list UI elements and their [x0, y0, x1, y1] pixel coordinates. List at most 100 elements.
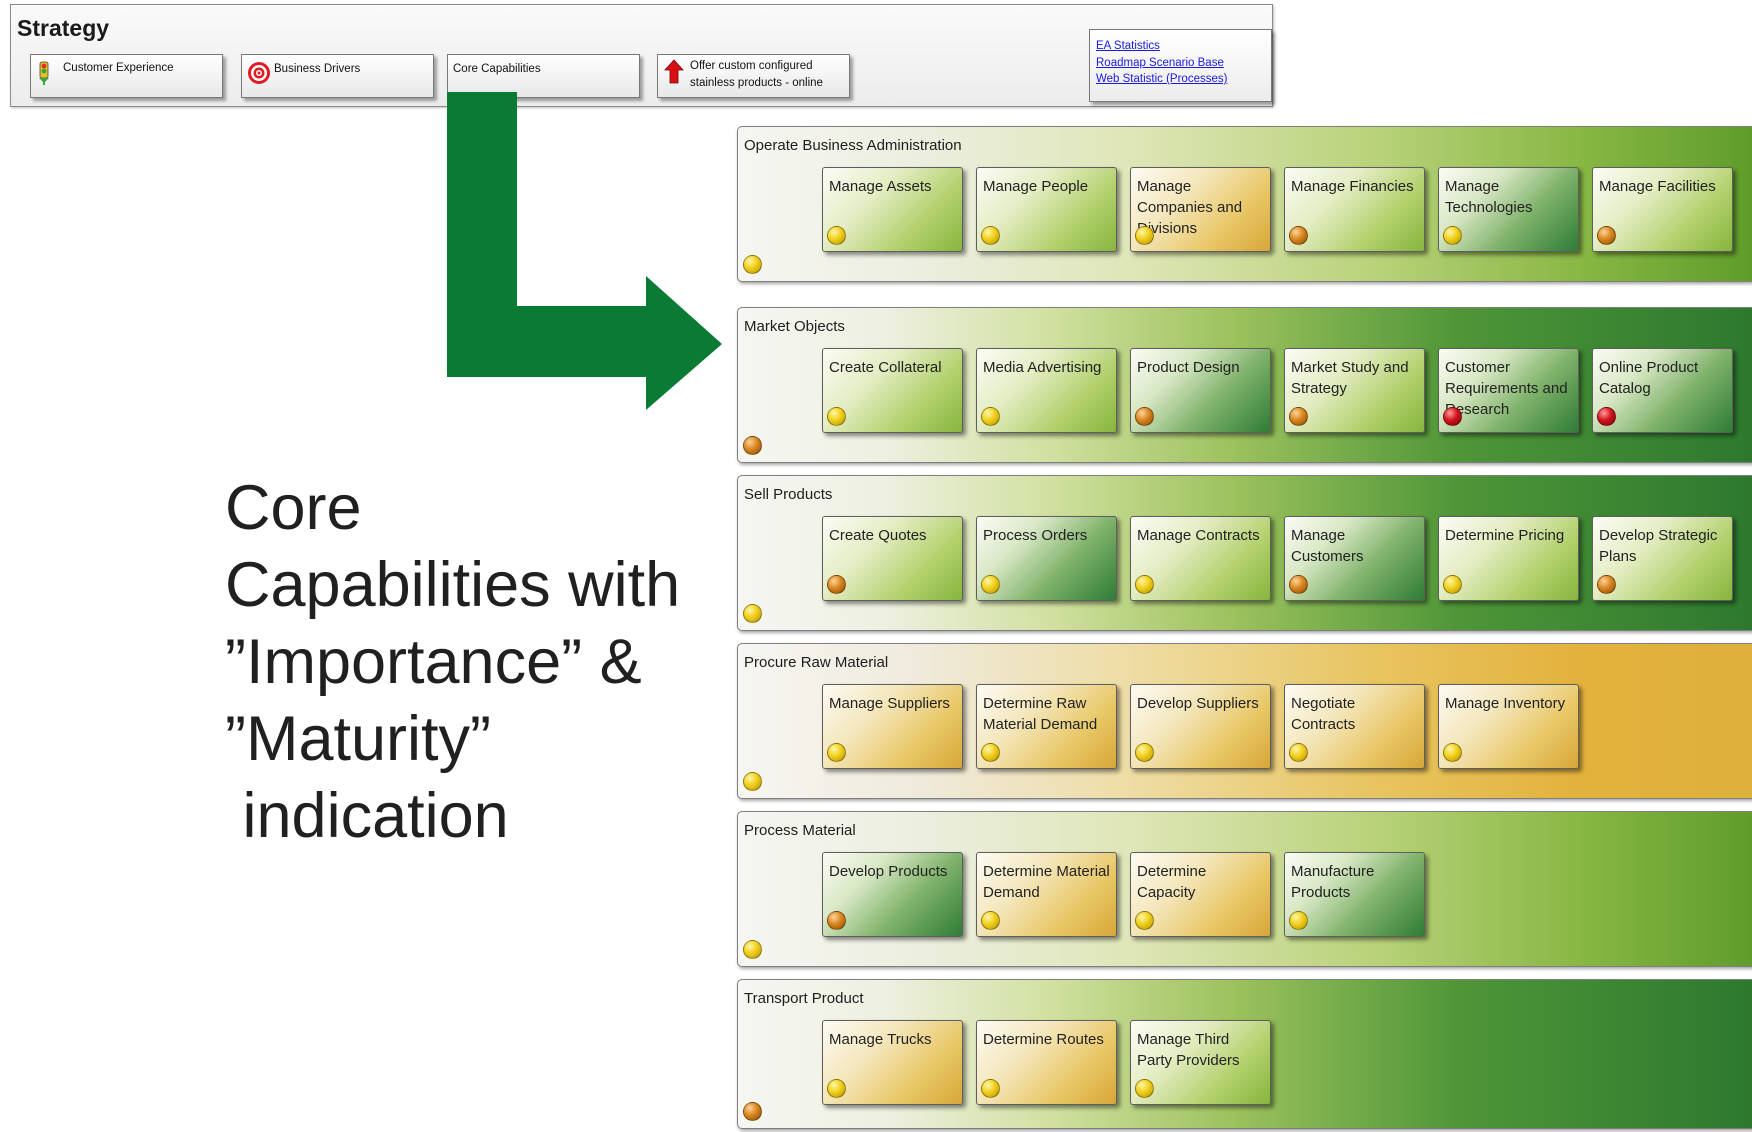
capability-indicator-dot [1597, 226, 1616, 245]
strategy-panel: Strategy Customer Experience Business Dr… [10, 4, 1273, 107]
capability-indicator-dot [1135, 226, 1154, 245]
capability-indicator-dot [1597, 575, 1616, 594]
group-maturity-indicator [743, 772, 762, 791]
capability-card[interactable]: Process Orders [976, 516, 1117, 601]
capability-label: Manage Suppliers [829, 695, 950, 712]
capability-label: Determine Capacity [1137, 863, 1207, 901]
drilldown-arrow-icon [447, 92, 722, 410]
capability-indicator-dot [981, 1079, 1000, 1098]
capability-group-title: Procure Raw Material [744, 654, 889, 671]
capability-indicator-dot [1289, 407, 1308, 426]
capability-indicator-dot [827, 1079, 846, 1098]
capability-card[interactable]: Determine Material Demand [976, 852, 1117, 937]
capability-indicator-dot [1135, 575, 1154, 594]
capability-indicator-dot [1443, 575, 1462, 594]
capability-label: Negotiate Contracts [1291, 695, 1356, 733]
capability-indicator-dot [1135, 743, 1154, 762]
capability-label: Customer Requirements and Research [1445, 359, 1568, 418]
capability-label: Manage Inventory [1445, 695, 1566, 712]
capability-card[interactable]: Develop Strategic Plans [1592, 516, 1733, 601]
traffic-light-icon [37, 61, 51, 92]
capability-indicator-dot [1135, 911, 1154, 930]
capability-label: Manage People [983, 178, 1089, 195]
capability-label: Manage Customers [1291, 527, 1364, 565]
capability-indicator-dot [1443, 743, 1462, 762]
capability-card[interactable]: Customer Requirements and Research [1438, 348, 1579, 433]
capability-card[interactable]: Manage Companies and Divisions [1130, 167, 1271, 252]
capability-card[interactable]: Manage Suppliers [822, 684, 963, 769]
link-roadmap-scenario-base[interactable]: Roadmap Scenario Base [1096, 56, 1224, 69]
group-maturity-indicator [743, 604, 762, 623]
red-up-arrow-icon [664, 59, 684, 90]
capability-indicator-dot [1135, 1079, 1154, 1098]
capability-card[interactable]: Determine Capacity [1130, 852, 1271, 937]
capability-card[interactable]: Manage Inventory [1438, 684, 1579, 769]
group-maturity-indicator [743, 255, 762, 274]
capability-card[interactable]: Product Design [1130, 348, 1271, 433]
capability-label: Market Study and Strategy [1291, 359, 1409, 397]
capability-label: Manage Financies [1291, 178, 1414, 195]
capability-card[interactable]: Negotiate Contracts [1284, 684, 1425, 769]
capability-card[interactable]: Create Quotes [822, 516, 963, 601]
capability-indicator-dot [827, 407, 846, 426]
capability-card[interactable]: Manage Customers [1284, 516, 1425, 601]
capability-indicator-dot [981, 743, 1000, 762]
nav-customer-experience[interactable]: Customer Experience [30, 54, 223, 98]
capability-indicator-dot [1135, 407, 1154, 426]
capability-label: Create Collateral [829, 359, 942, 376]
capability-label: Manage Technologies [1445, 178, 1533, 216]
nav-business-drivers[interactable]: Business Drivers [241, 54, 434, 98]
capability-card[interactable]: Manage Facilities [1592, 167, 1733, 252]
capability-group-title: Market Objects [744, 318, 845, 335]
capability-card[interactable]: Develop Suppliers [1130, 684, 1271, 769]
capability-label: Online Product Catalog [1599, 359, 1699, 397]
capability-label: Develop Strategic Plans [1599, 527, 1718, 565]
capability-card[interactable]: Determine Pricing [1438, 516, 1579, 601]
link-web-statistic-processes[interactable]: Web Statistic (Processes) [1096, 73, 1228, 85]
capability-label: Product Design [1137, 359, 1240, 376]
capability-label: Process Orders [983, 527, 1088, 544]
capability-card[interactable]: Develop Products [822, 852, 963, 937]
capability-card[interactable]: Manage Trucks [822, 1020, 963, 1105]
capability-label: Develop Suppliers [1137, 695, 1259, 712]
group-maturity-indicator [743, 436, 762, 455]
capability-indicator-dot [827, 743, 846, 762]
capability-card[interactable]: Determine Routes [976, 1020, 1117, 1105]
target-icon [247, 61, 271, 90]
capability-label: Develop Products [829, 863, 948, 880]
capability-group-title: Process Material [744, 822, 856, 839]
capability-label: Determine Material Demand [983, 863, 1110, 901]
capability-card[interactable]: Manage People [976, 167, 1117, 252]
capability-group-title: Sell Products [744, 486, 833, 503]
nav-offer-custom-products[interactable]: Offer custom configured stainless produc… [657, 54, 850, 98]
capability-card[interactable]: Manage Assets [822, 167, 963, 252]
nav-offer-label-line1: Offer custom configured [690, 60, 813, 72]
capability-label: Manage Third Party Providers [1137, 1031, 1240, 1069]
capability-card[interactable]: Media Advertising [976, 348, 1117, 433]
capability-indicator-dot [1443, 407, 1462, 426]
capability-indicator-dot [827, 575, 846, 594]
capability-card[interactable]: Manage Third Party Providers [1130, 1020, 1271, 1105]
capability-label: Manage Companies and Divisions [1137, 178, 1243, 237]
capability-card[interactable]: Manage Contracts [1130, 516, 1271, 601]
capability-indicator-dot [1289, 226, 1308, 245]
capability-card[interactable]: Market Study and Strategy [1284, 348, 1425, 433]
capability-card[interactable]: Manage Financies [1284, 167, 1425, 252]
capability-label: Media Advertising [983, 359, 1102, 376]
capability-card[interactable]: Manufacture Products [1284, 852, 1425, 937]
link-ea-statistics[interactable]: EA Statistics [1096, 40, 1160, 52]
capability-label: Manufacture Products [1291, 863, 1375, 901]
group-maturity-indicator [743, 940, 762, 959]
caption-text: Core Capabilities with ”Importance” & ”M… [225, 473, 681, 851]
capability-card[interactable]: Manage Technologies [1438, 167, 1579, 252]
capability-card[interactable]: Determine Raw Material Demand [976, 684, 1117, 769]
capability-card[interactable]: Create Collateral [822, 348, 963, 433]
capability-indicator-dot [1597, 407, 1616, 426]
capability-card[interactable]: Online Product Catalog [1592, 348, 1733, 433]
nav-core-capabilities[interactable]: Core Capabilities [447, 54, 640, 98]
